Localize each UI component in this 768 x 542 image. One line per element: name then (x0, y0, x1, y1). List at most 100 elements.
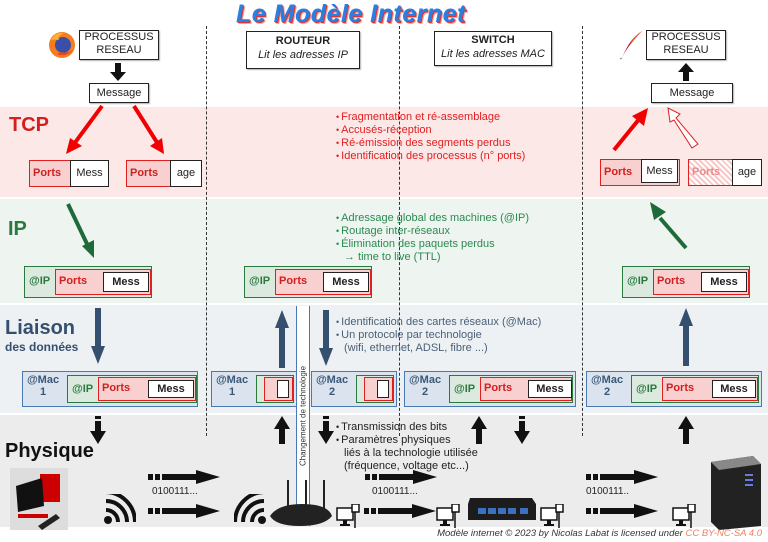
link-layer-label: Liaison (5, 317, 76, 339)
bullet-item: Identification des cartes réseaux (@Mac) (336, 316, 541, 329)
message-field: Mess (701, 272, 747, 292)
message-field: Mess (323, 272, 369, 292)
bullet-subitem: liés à la technologie utilisée (344, 447, 478, 459)
bit-stream-label: 0100111.. (586, 486, 630, 497)
message-field: Mess (148, 380, 194, 398)
license-footer: Modèle internet © 2023 by Nicolas Labat … (437, 528, 762, 539)
bit-stream-arrow (148, 470, 220, 484)
bit-stream-label: 0100111... (152, 486, 198, 497)
arrow-down-icon (318, 416, 334, 444)
right-process-box: PROCESSUS RESEAU (646, 30, 726, 60)
bullet-item: Accusés-réception (336, 124, 525, 137)
left-process-box: PROCESSUS RESEAU (79, 30, 159, 60)
bullet-subitem: (wifi, ethernet, ADSL, fibre ...) (344, 342, 488, 354)
process-label: PROCESSUS (651, 31, 721, 43)
ip-bullets: Adressage global des machines (@IP) Rout… (336, 212, 529, 264)
ip-packet: @IP Ports Mess (24, 266, 152, 298)
bullet-item: Un protocole par technologie (336, 329, 541, 342)
ip-field: @IP (454, 383, 476, 395)
arrow-down-icon (110, 63, 126, 86)
switch-name: SWITCH (471, 34, 515, 46)
segment-split-arrows (66, 104, 164, 154)
bit-stream-arrow (365, 470, 437, 484)
ethernet-port-icon (436, 504, 460, 528)
message-field: Mess (528, 380, 572, 398)
arrow-down-icon (91, 308, 105, 364)
message-field: Mess (103, 272, 149, 292)
right-message-box: Message (651, 83, 733, 103)
technology-change-label: Changement de technologie (298, 365, 308, 467)
arrow-to-ip-icon (66, 203, 94, 258)
router-box: ROUTEUR Lit les adresses IP (246, 31, 360, 69)
arrow-up-icon (678, 63, 694, 86)
network-switch-icon (468, 498, 536, 520)
ip-field: @IP (72, 383, 94, 395)
bit-stream-arrow (586, 470, 658, 484)
physical-bullets: Transmission des bits Paramètres physiqu… (336, 421, 478, 473)
separator-line (206, 26, 207, 436)
link-layer-sublabel: des données (5, 340, 79, 354)
ip-field: @IP (627, 275, 649, 287)
arrow-up-icon (275, 310, 289, 368)
tcp-layer-label: TCP (9, 114, 49, 136)
server-icon (711, 456, 761, 530)
switch-description: Lit les adresses MAC (441, 48, 545, 60)
license-link[interactable]: CC BY-NC-SA 4.0 (685, 528, 762, 539)
bullet-item: Ré-émission des segments perdus (336, 137, 525, 150)
bullet-item: Paramètres physiques (336, 434, 478, 447)
bullet-subitem: (fréquence, voltage etc...) (344, 460, 469, 472)
tcp-segment-pending: Ports age (688, 159, 762, 186)
arrow-up-icon (471, 416, 487, 444)
bit-stream-arrow (148, 504, 220, 518)
ethernet-port-icon (540, 504, 564, 528)
tcp-segment: Ports Mess (29, 160, 109, 187)
arrow-up-icon (678, 416, 694, 444)
separator-line (582, 26, 583, 436)
ip-field: @IP (636, 383, 658, 395)
arrow-up-icon (679, 308, 693, 366)
firefox-icon (47, 30, 77, 60)
bullet-item: Routage inter-réseaux (336, 225, 529, 238)
tcp-segment: Ports Mess (600, 159, 680, 186)
router-icon (270, 480, 332, 526)
process-label: PROCESSUS (84, 31, 154, 43)
ethernet-port-icon (672, 504, 696, 528)
ip-field: @IP (29, 275, 51, 287)
segment-reassembly-arrows (612, 107, 699, 152)
message-fragment: age (732, 159, 762, 186)
bit-stream-label: 0100111... (372, 486, 418, 497)
bullet-item: Fragmentation et ré-assemblage (336, 111, 525, 124)
tcp-segment: Ports age (126, 160, 202, 187)
message-fragment: age (170, 160, 202, 187)
arrow-from-ip-icon (650, 202, 688, 250)
ip-packet: @IP Ports Mess (244, 266, 372, 298)
switch-box: SWITCH Lit les adresses MAC (434, 31, 552, 66)
router-name: ROUTEUR (275, 35, 331, 47)
bit-stream-arrow (586, 504, 658, 518)
bit-stream-arrow (364, 504, 436, 518)
diagram-title: Le Modèle Internet (236, 0, 466, 28)
wifi-signal-icon (104, 494, 136, 524)
bullet-item: Adressage global des machines (@IP) (336, 212, 529, 225)
apache-feather-icon (618, 30, 644, 60)
tcp-bullets: Fragmentation et ré-assemblage Accusés-r… (336, 111, 525, 163)
arrow-down-icon (90, 416, 106, 444)
ethernet-port-icon (336, 504, 360, 528)
link-bullets: Identification des cartes réseaux (@Mac)… (336, 316, 541, 355)
process-label: RESEAU (663, 44, 709, 56)
ip-layer-label: IP (8, 218, 27, 240)
arrow-up-icon (274, 416, 290, 444)
ip-field: @IP (249, 275, 271, 287)
arrow-down-icon (319, 310, 333, 366)
bullet-item: Élimination des paquets perdus (336, 238, 529, 251)
